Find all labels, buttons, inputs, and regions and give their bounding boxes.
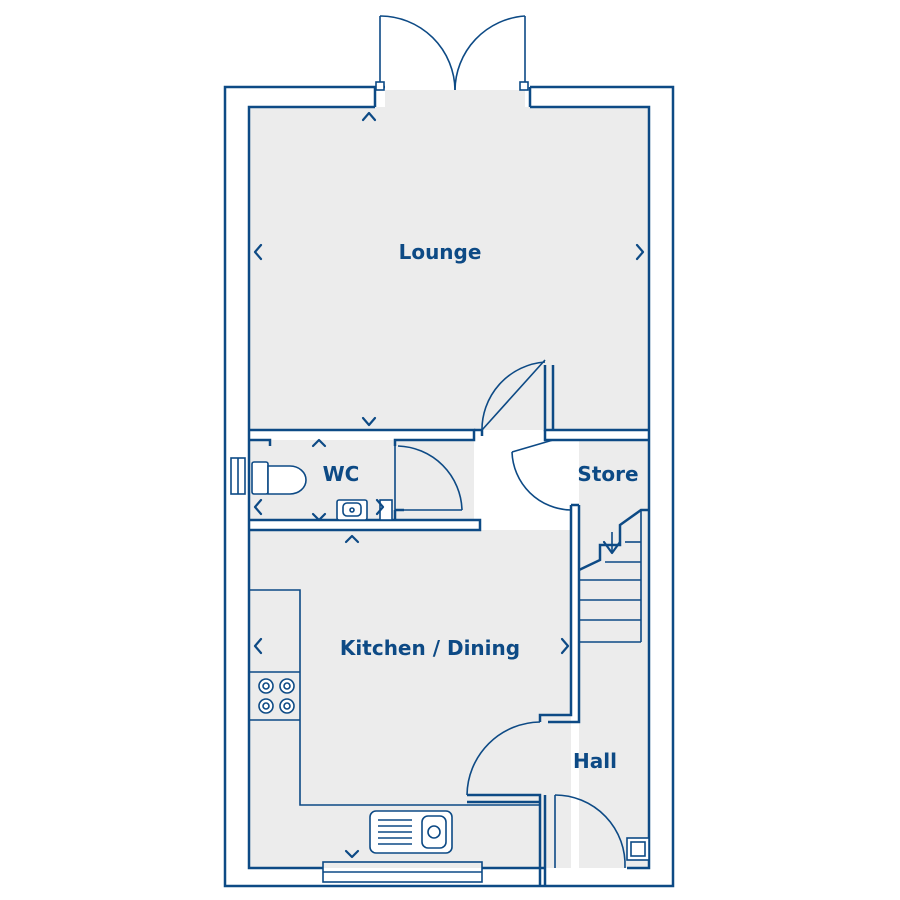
basin-icon — [336, 499, 368, 521]
toilet-icon — [251, 461, 307, 495]
exterior-walls — [223, 85, 675, 888]
store-door — [511, 439, 572, 511]
door-frame-right — [519, 81, 529, 91]
door-frame-front-inner — [630, 841, 646, 857]
front-door — [554, 794, 650, 869]
door-frame-left — [375, 81, 385, 91]
wc-door — [394, 445, 463, 511]
dimension-markers — [253, 111, 645, 859]
room-label-wc: WC — [323, 462, 360, 486]
room-label-lounge: Lounge — [399, 240, 482, 264]
kitchen-worktop — [249, 589, 540, 806]
kitchen-door — [466, 721, 541, 796]
room-label-hall: Hall — [573, 749, 617, 773]
front-window — [322, 861, 483, 883]
hob-icon — [258, 678, 295, 714]
kitchen-sink-icon — [369, 810, 453, 854]
lounge-door — [481, 359, 546, 433]
patio-threshold — [385, 90, 525, 108]
room-label-store: Store — [577, 462, 638, 486]
interior-walls — [249, 365, 649, 885]
room-label-kitchen-dining: Kitchen / Dining — [340, 636, 520, 660]
patio-doors — [375, 15, 529, 91]
staircase — [578, 508, 649, 643]
lounge-floor — [249, 107, 649, 430]
wc-window — [230, 457, 246, 495]
